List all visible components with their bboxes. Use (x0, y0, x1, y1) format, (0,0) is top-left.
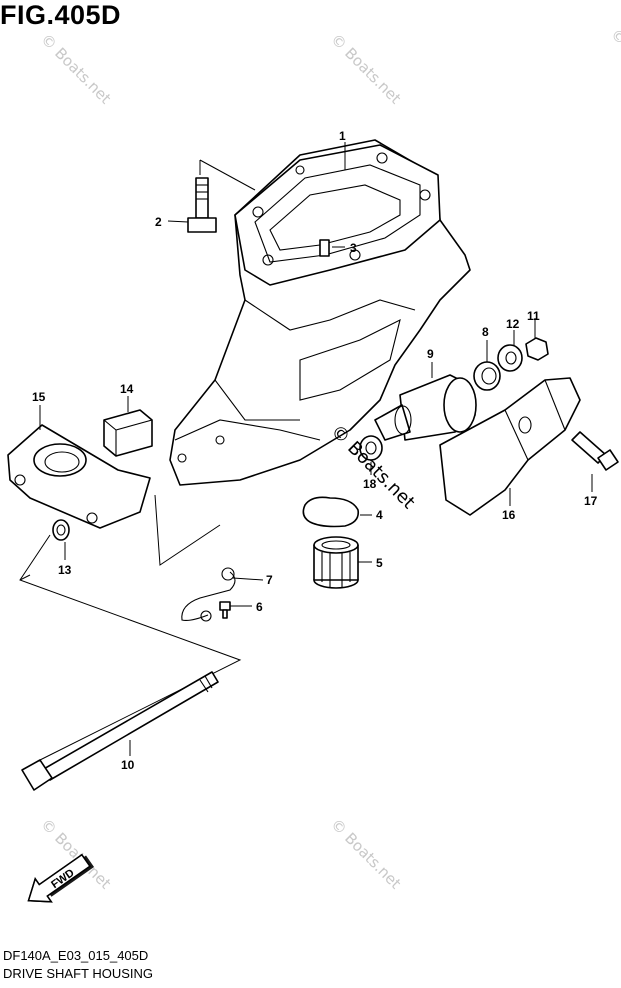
callout-11: 11 (527, 309, 540, 323)
bolt-part (571, 431, 619, 471)
washer-part (359, 435, 383, 461)
figure-name: DRIVE SHAFT HOUSING (3, 966, 154, 981)
watermark-text: © Boats.net (37, 30, 115, 108)
callout-14: 14 (120, 382, 134, 396)
cover-part (439, 377, 581, 516)
rubber-block-part (103, 409, 153, 457)
nut-part (525, 337, 549, 361)
mount-bracket-part (7, 424, 151, 529)
callout-leaders (39, 142, 593, 756)
callout-15: 15 (32, 390, 46, 404)
callout-8: 8 (482, 325, 489, 339)
callout-3: 3 (350, 241, 357, 255)
screw-part (219, 601, 231, 619)
washer-part (497, 344, 523, 372)
callout-17: 17 (584, 494, 598, 508)
callout-2: 2 (155, 215, 162, 229)
ring-part (52, 519, 70, 541)
ground-wire-part (181, 571, 236, 621)
callout-4: 4 (376, 508, 383, 522)
mount-rubber-part (374, 374, 477, 441)
watermark-text: © Boats.net (327, 30, 405, 108)
washer-part (473, 361, 501, 391)
figure-code: DF140A_E03_015_405D (3, 948, 149, 963)
long-bolt-part (21, 671, 219, 791)
callout-6: 6 (256, 600, 263, 614)
callout-13: 13 (58, 563, 72, 577)
guide-lines (19, 159, 256, 761)
dowel-pin-part (319, 239, 330, 257)
figure-title: FIG.405D (0, 0, 122, 30)
gasket-part (302, 496, 360, 528)
callout-10: 10 (121, 758, 135, 772)
callout-9: 9 (427, 347, 434, 361)
fwd-direction-arrow: FWD (27, 853, 95, 903)
callout-12: 12 (506, 317, 520, 331)
callouts: 1 2 3 4 5 6 7 8 9 10 11 12 13 14 15 16 1… (32, 129, 598, 772)
callout-5: 5 (376, 556, 383, 570)
callout-7: 7 (266, 573, 273, 587)
bolt-part (187, 177, 217, 233)
bearing-part (313, 536, 359, 589)
callout-1: 1 (339, 129, 346, 143)
drive-shaft-housing-part (169, 139, 471, 486)
watermark-text: © Boats.net (327, 815, 405, 893)
watermark-text: © Boats.net (607, 25, 621, 103)
callout-16: 16 (502, 508, 516, 522)
callout-18: 18 (363, 477, 377, 491)
